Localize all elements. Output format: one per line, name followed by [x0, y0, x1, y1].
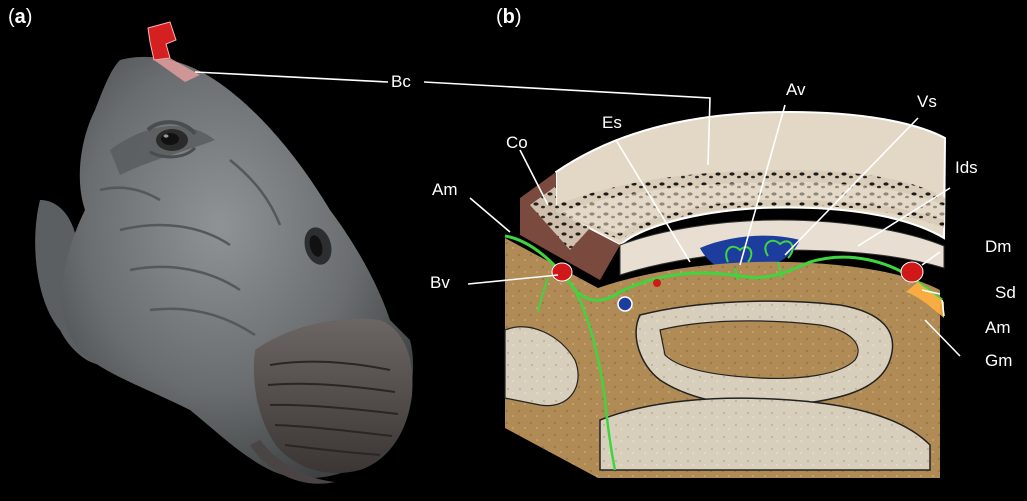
label-bv: Bv	[430, 273, 450, 293]
label-es: Es	[602, 113, 622, 133]
panel-label-b: (b)	[496, 6, 522, 29]
label-ids: Ids	[955, 158, 978, 178]
label-gm: Gm	[985, 351, 1012, 371]
label-dm: Dm	[985, 237, 1011, 257]
dinosaur-head	[35, 22, 413, 484]
label-sd: Sd	[995, 283, 1016, 303]
panel-label-a: (a)	[8, 6, 32, 29]
meninges-block-diagram	[505, 112, 945, 478]
beak	[250, 319, 413, 484]
label-av: Av	[786, 80, 806, 100]
label-bc: Bc	[391, 72, 411, 92]
label-am-right: Am	[985, 318, 1011, 338]
label-vs: Vs	[917, 92, 937, 112]
label-co: Co	[506, 133, 528, 153]
label-am-left: Am	[432, 180, 458, 200]
